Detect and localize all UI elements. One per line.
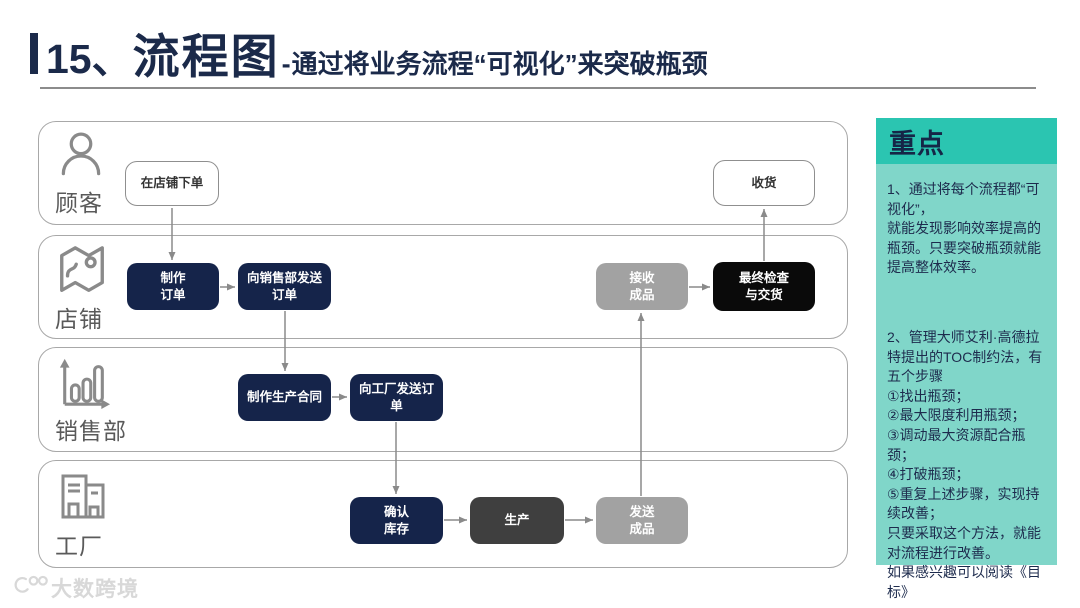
lane-sales-label: 销售部 <box>55 418 127 444</box>
lane-factory-label: 工厂 <box>55 533 103 559</box>
flow-node-receive-finished-goods: 接收 成品 <box>596 263 688 310</box>
title-main: 流程图 <box>132 30 280 83</box>
flow-node-make-production-contract: 制作生产合同 <box>238 374 331 421</box>
title-dash: - <box>281 49 291 79</box>
key-points-header: 重点 <box>876 118 1057 164</box>
flow-node-final-check-delivery: 最终检查 与交货 <box>713 262 815 311</box>
page-title: 15、 流程图 - 通过将业务流程“可视化”来突破瓶颈 <box>46 18 708 87</box>
lane-sales: 销售部 <box>38 347 848 452</box>
key-point-1: 1、通过将每个流程都“可视化”， 就能发现影响效率提高的瓶颈。只要突破瓶颈就能提… <box>887 181 1041 276</box>
watermark-logo: 大数跨境 <box>14 572 139 603</box>
lane-customer-label: 顾客 <box>55 190 103 216</box>
title-divider <box>40 87 1036 89</box>
flow-node-receive-goods: 收货 <box>713 160 815 206</box>
person-icon <box>55 130 107 182</box>
lane-shop-label: 店铺 <box>55 306 103 332</box>
title-number: 15、 <box>46 36 133 82</box>
lane-shop-header: 店铺 <box>55 244 109 334</box>
flow-node-place-order-at-shop: 在店铺下单 <box>125 161 219 206</box>
lane-customer-header: 顾客 <box>55 130 107 218</box>
key-points-body: 1、通过将每个流程都“可视化”， 就能发现影响效率提高的瓶颈。只要突破瓶颈就能提… <box>876 164 1057 602</box>
key-points-title: 重点 <box>889 128 945 159</box>
watermark-icon <box>14 572 48 603</box>
title-subtitle: 通过将业务流程“可视化”来突破瓶颈 <box>291 49 708 79</box>
flow-node-send-order-to-sales: 向销售部发送 订单 <box>238 263 331 310</box>
map-icon <box>55 244 109 298</box>
bar-chart-icon <box>55 356 113 410</box>
key-points-panel: 重点 1、通过将每个流程都“可视化”， 就能发现影响效率提高的瓶颈。只要突破瓶颈… <box>876 118 1057 600</box>
flow-node-production: 生产 <box>470 497 564 544</box>
flow-node-make-order: 制作 订单 <box>127 263 219 310</box>
flow-node-confirm-inventory: 确认 库存 <box>350 497 443 544</box>
flow-node-send-order-to-factory: 向工厂发送订 单 <box>350 374 443 421</box>
factory-icon <box>55 469 111 525</box>
watermark-text: 大数跨境 <box>51 577 139 601</box>
title-accent-bar <box>30 33 38 74</box>
lane-sales-header: 销售部 <box>55 356 127 446</box>
lane-factory-header: 工厂 <box>55 469 111 561</box>
lane-factory: 工厂 <box>38 460 848 568</box>
flow-node-send-finished-goods: 发送 成品 <box>596 497 688 544</box>
key-point-2: 2、管理大师艾利·高德拉特提出的TOC制约法，有五个步骤 ①找出瓶颈； ②最大限… <box>887 328 1043 600</box>
